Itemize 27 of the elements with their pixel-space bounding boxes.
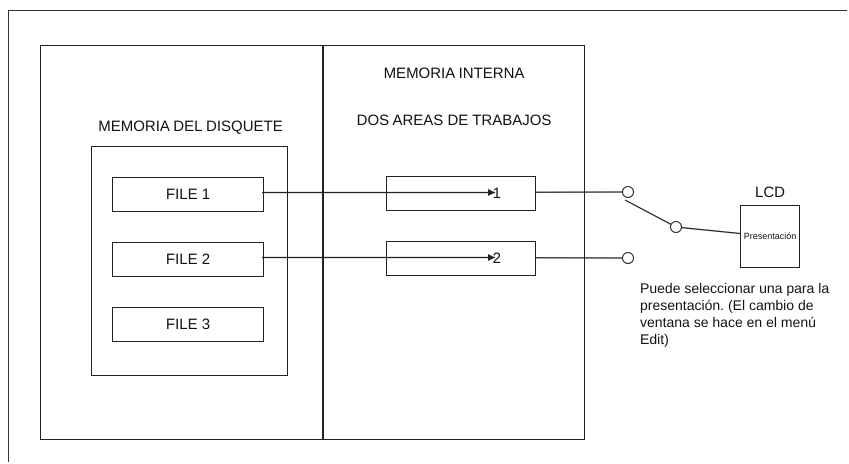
panel-heading: DOS AREAS DE TRABAJOS: [356, 111, 552, 131]
switch-contact: [670, 221, 682, 233]
switch-contact: [622, 252, 634, 264]
note-text: Puede seleccionar una para la presentación. (El cambio de ventana se hace en el menú Edit): [640, 280, 830, 348]
memory-panel: [323, 45, 585, 440]
box-label: FILE 1: [164, 186, 212, 204]
arrow: [262, 254, 495, 261]
file-box: [112, 242, 264, 277]
box-label: 2: [492, 250, 502, 268]
arrow: [262, 189, 495, 196]
box-label: 1: [492, 184, 502, 202]
file-box: [112, 177, 264, 212]
box-label: FILE 2: [164, 250, 212, 268]
connector-line: [535, 191, 622, 193]
work-area-box: [386, 241, 536, 276]
file-box: [112, 307, 264, 342]
device-label: LCD: [754, 184, 786, 201]
box-label: FILE 3: [164, 316, 212, 334]
display-label: Presentación: [742, 231, 798, 242]
panel-heading: MEMORIA DEL DISQUETE: [97, 117, 284, 137]
panel-box: [40, 45, 323, 440]
connector-line: [682, 227, 740, 234]
connector-line: [535, 257, 622, 259]
connector-line: [624, 199, 671, 225]
panel-heading: MEMORIA INTERNA: [382, 64, 526, 84]
work-area-box: [386, 176, 536, 211]
switch-contact: [622, 186, 634, 198]
